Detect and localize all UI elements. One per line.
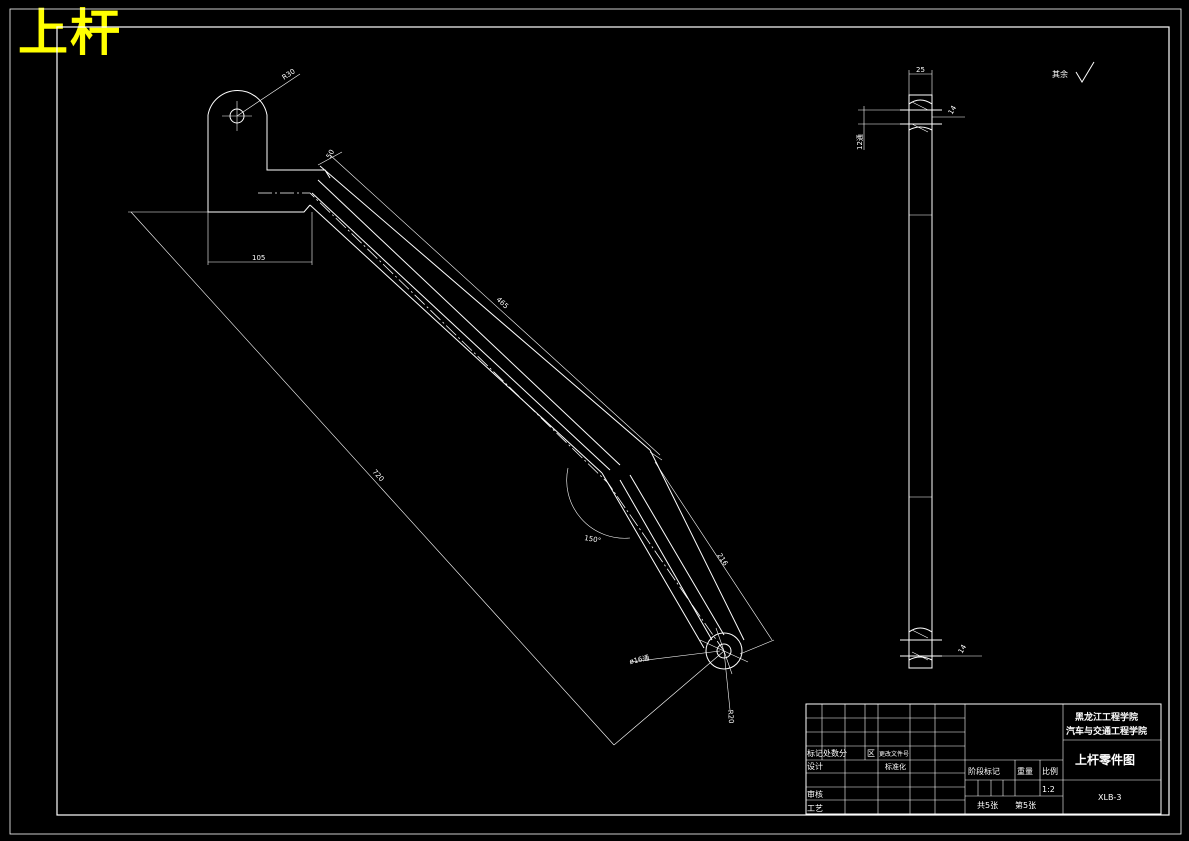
svg-text:465: 465 [495, 296, 510, 311]
upper-arm-inner1 [317, 179, 621, 466]
svg-text:审核: 审核 [807, 789, 823, 799]
arm-centerline [258, 192, 725, 652]
svg-text:XLB-3: XLB-3 [1098, 793, 1121, 802]
svg-text:共5张: 共5张 [977, 801, 998, 810]
svg-text:1:2: 1:2 [1042, 785, 1055, 794]
inner-border [56, 26, 1170, 816]
svg-text:R30: R30 [281, 67, 297, 81]
svg-text:25: 25 [916, 66, 925, 74]
svg-text:14: 14 [957, 643, 969, 655]
drawing-title-large: 上杆 [18, 4, 122, 62]
svg-text:105: 105 [252, 254, 265, 262]
bottom-pin-boss [705, 632, 743, 670]
lower-arm-inner2 [629, 474, 725, 636]
svg-text:720: 720 [371, 468, 386, 483]
bottom-pin-hole [716, 643, 732, 659]
upper-arm-inner2 [311, 192, 611, 471]
svg-text:上杆零件图: 上杆零件图 [1075, 752, 1135, 767]
lug-left-edge [207, 115, 311, 213]
lower-arm-inner [619, 479, 713, 641]
svg-text:R20: R20 [726, 709, 735, 723]
svg-text:50: 50 [325, 148, 336, 160]
svg-text:重量: 重量 [1017, 766, 1033, 776]
svg-text:更改文件号: 更改文件号 [879, 750, 909, 758]
svg-text:黑龙江工程学院: 黑龙江工程学院 [1075, 711, 1138, 723]
upper-arm-bottom [309, 204, 603, 474]
upper-arm-top [319, 165, 651, 451]
svg-text:阶段标记: 阶段标记 [968, 766, 1000, 776]
svg-text:比例: 比例 [1042, 766, 1058, 776]
svg-text:150°: 150° [584, 534, 602, 545]
lower-arm-bottom [601, 472, 705, 649]
svg-text:14: 14 [947, 104, 959, 116]
svg-text:ø16通: ø16通 [629, 653, 651, 666]
svg-text:设计: 设计 [807, 761, 823, 771]
top-lug-outline [207, 90, 331, 179]
svg-text:第5张: 第5张 [1015, 800, 1036, 810]
svg-text:标记处数分: 标记处数分 [807, 748, 847, 758]
svg-text:汽车与交通工程学院: 汽车与交通工程学院 [1066, 725, 1147, 737]
svg-text:12通: 12通 [855, 134, 864, 150]
lever-main-view [207, 90, 749, 675]
svg-text:216: 216 [715, 552, 729, 568]
dimensions-main: R30 50 105 465 720 216 150° ø16通 R20 [128, 67, 775, 746]
svg-text:其余: 其余 [1052, 69, 1068, 79]
side-view: 25 12通 14 14 [855, 66, 982, 669]
roughness-symbol: 其余 [1052, 61, 1095, 83]
outer-border [9, 8, 1182, 835]
svg-text:区: 区 [867, 749, 875, 758]
svg-text:标准化: 标准化 [885, 762, 906, 771]
title-block: 黑龙江工程学院 汽车与交通工程学院 上杆零件图 XLB-3 标记处数分 区 更改… [805, 703, 1162, 815]
svg-text:工艺: 工艺 [807, 804, 823, 813]
